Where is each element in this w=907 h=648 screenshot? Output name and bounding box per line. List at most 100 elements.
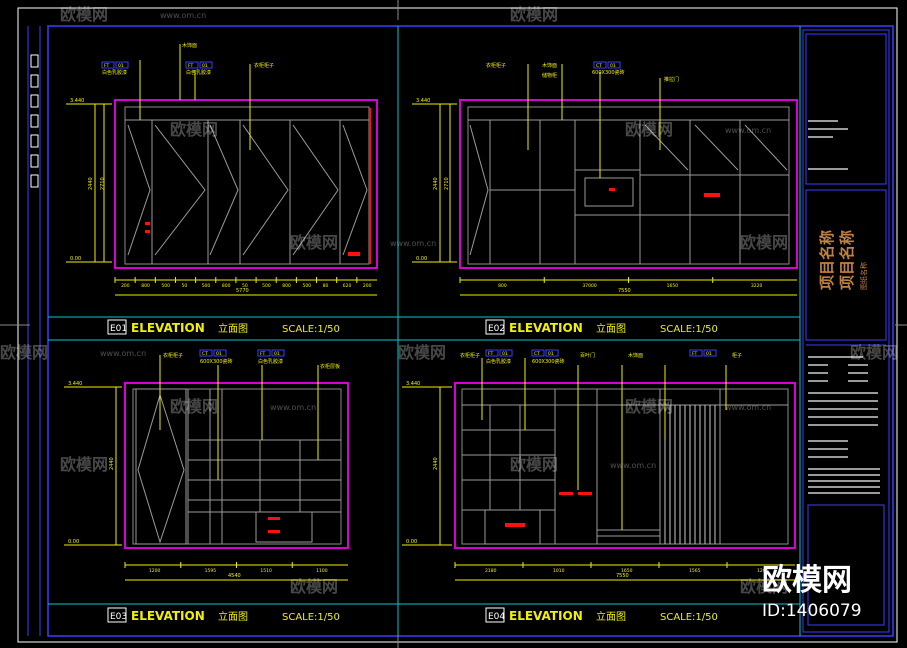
dimension-label: 1205: [757, 568, 769, 574]
svg-text:CT: CT: [534, 351, 540, 357]
svg-text:FT: FT: [260, 351, 266, 357]
image-id: ID:1406079: [762, 601, 862, 621]
svg-text:立面图: 立面图: [596, 610, 626, 623]
watermark-brand: 欧模网: [398, 343, 446, 362]
svg-text:SCALE:1/50: SCALE:1/50: [660, 612, 718, 623]
svg-text:600X300瓷砖: 600X300瓷砖: [532, 358, 565, 365]
svg-text:SCALE:1/50: SCALE:1/50: [282, 612, 340, 623]
svg-text:SCALE:1/50: SCALE:1/50: [660, 324, 718, 335]
svg-text:衣柜柜子: 衣柜柜子: [460, 352, 480, 359]
svg-text:2440: 2440: [433, 177, 439, 190]
svg-text:0.00: 0.00: [68, 539, 79, 545]
svg-text:立面图: 立面图: [218, 322, 248, 335]
dimension-label: 800: [141, 283, 150, 289]
binding-strip: [27, 26, 41, 636]
svg-text:白色乳胶漆: 白色乳胶漆: [186, 69, 211, 76]
louver-door: [664, 405, 716, 544]
svg-text:01: 01: [216, 351, 222, 357]
svg-text:600X300瓷砖: 600X300瓷砖: [200, 358, 233, 365]
watermark-brand: 欧模网: [290, 233, 338, 252]
dimension-label: 2180: [485, 568, 497, 574]
total-dim: 5770: [236, 288, 249, 294]
watermark-url: www.om.cn: [390, 239, 436, 248]
title-strip-e02: E02 ELEVATION 立面图 SCALE:1/50: [485, 319, 718, 335]
dimension-label: 500: [262, 283, 271, 289]
dimension-label: 1565: [689, 568, 701, 574]
svg-text:2440: 2440: [433, 457, 439, 470]
svg-text:立面图: 立面图: [218, 610, 248, 623]
watermark-brand: 欧模网: [60, 455, 108, 474]
svg-text:01: 01: [274, 351, 280, 357]
title-strip-e01: E01 ELEVATION 立面图 SCALE:1/50: [107, 319, 340, 335]
svg-text:ELEVATION: ELEVATION: [509, 321, 583, 335]
svg-text:立面图: 立面图: [596, 322, 626, 335]
svg-text:01: 01: [706, 351, 712, 357]
svg-text:ELEVATION: ELEVATION: [131, 609, 205, 623]
svg-text:0.00: 0.00: [416, 256, 427, 262]
level-bottom: 0.00: [70, 256, 81, 262]
watermark-brand: 欧模网: [510, 5, 558, 24]
svg-text:百叶门: 百叶门: [580, 352, 595, 359]
watermark-brand: 欧模网: [290, 577, 338, 596]
svg-text:推拉门: 推拉门: [664, 76, 679, 83]
svg-text:2710: 2710: [444, 177, 450, 190]
svg-text:衣柜柜子: 衣柜柜子: [163, 352, 183, 359]
svg-text:FT: FT: [692, 351, 698, 357]
svg-text:木饰面: 木饰面: [182, 42, 197, 49]
dimension-label: 500: [161, 283, 170, 289]
svg-text:储物柜: 储物柜: [542, 72, 557, 79]
watermark-url: www.om.cn: [160, 11, 206, 20]
svg-text:E01: E01: [110, 324, 127, 334]
svg-text:FT: FT: [188, 63, 194, 69]
svg-text:白色乳胶漆: 白色乳胶漆: [102, 69, 127, 76]
svg-text:E02: E02: [488, 324, 505, 334]
svg-text:衣柜柜子: 衣柜柜子: [486, 62, 506, 69]
svg-text:7550: 7550: [616, 573, 629, 579]
svg-text:E03: E03: [110, 612, 127, 622]
svg-text:600X300瓷砖: 600X300瓷砖: [592, 69, 625, 76]
dimension-label: 37000: [582, 283, 596, 289]
svg-text:7550: 7550: [618, 288, 631, 294]
dimension-label: 620: [343, 283, 352, 289]
dimension-label: 500: [302, 283, 311, 289]
dimension-label: 1650: [667, 283, 679, 289]
dimension-label: 800: [222, 283, 231, 289]
svg-text:SCALE:1/50: SCALE:1/50: [282, 324, 340, 335]
dimension-label: 1595: [205, 568, 217, 574]
dimension-label: 200: [363, 283, 372, 289]
svg-text:E04: E04: [488, 612, 505, 622]
svg-text:木饰面: 木饰面: [628, 352, 643, 359]
dimension-label: 1510: [260, 568, 272, 574]
vert-dim: 2710: [100, 177, 106, 190]
watermark-brand: 欧模网: [170, 120, 218, 139]
svg-text:衣柜层板: 衣柜层板: [320, 363, 340, 370]
svg-text:4540: 4540: [228, 573, 241, 579]
watermark-brand: 欧模网: [625, 397, 673, 416]
watermark-url: www.om.cn: [725, 403, 771, 412]
drawing-frame: [47, 25, 894, 637]
watermark-url: www.om.cn: [100, 349, 146, 358]
panel-grid: [48, 26, 801, 636]
svg-text:01: 01: [502, 351, 508, 357]
title-strip-e03: E03 ELEVATION 立面图 SCALE:1/50: [107, 607, 340, 623]
project-name-1: 项目名称: [818, 230, 836, 290]
svg-text:衣柜柜子: 衣柜柜子: [254, 62, 274, 69]
svg-text:3.440: 3.440: [416, 98, 430, 104]
watermark-url: www.om.cn: [270, 403, 316, 412]
level-top: 3.440: [70, 98, 84, 104]
svg-text:3.440: 3.440: [406, 381, 420, 387]
drawing-name: 图纸名称: [859, 262, 868, 290]
dimension-label: 1650: [621, 568, 633, 574]
brand-logo-large: 欧模网: [762, 563, 852, 598]
svg-text:白色乳胶漆: 白色乳胶漆: [258, 358, 283, 365]
svg-text:木饰面: 木饰面: [542, 62, 557, 69]
svg-text:FT: FT: [488, 351, 494, 357]
watermark-brand: 欧模网: [60, 5, 108, 24]
